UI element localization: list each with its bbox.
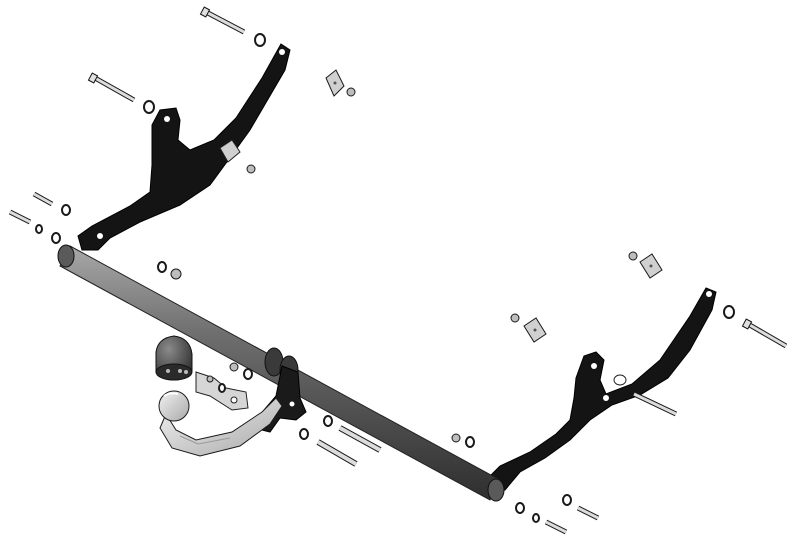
towball — [158, 390, 190, 422]
bracket-hole — [706, 291, 712, 297]
right-bracket — [485, 287, 717, 493]
left-bracket — [77, 43, 291, 251]
towball-neck — [159, 397, 283, 457]
bolt-short-bottom-2 — [544, 519, 568, 535]
washers — [35, 33, 735, 523]
bolt-short-bottom-1 — [576, 505, 600, 521]
clamp-plates — [325, 69, 663, 343]
mount-hole — [289, 401, 295, 407]
bracket-hole — [603, 395, 609, 401]
bolt-center-2 — [316, 439, 358, 467]
bolt-short-left-1 — [32, 191, 54, 207]
tube-end — [487, 478, 505, 502]
bolt-short-left-2 — [8, 209, 32, 225]
electrical-socket — [155, 335, 193, 381]
bolt-top-2 — [87, 72, 136, 103]
clamp-plate — [219, 139, 241, 163]
bracket-hole — [164, 116, 170, 122]
washer — [613, 374, 627, 386]
bolt-right-1 — [741, 318, 788, 349]
bolt-top-1 — [199, 6, 246, 35]
bolt-right-2 — [632, 391, 678, 417]
nuts — [170, 87, 638, 443]
bolt-center-1 — [338, 425, 382, 453]
clamp-plate-holes — [333, 81, 653, 332]
bracket-hole — [591, 363, 597, 369]
bracket-hole — [97, 233, 103, 239]
bracket-hole — [279, 49, 285, 55]
crossbar-tube — [57, 244, 505, 502]
tube-end — [57, 244, 75, 268]
